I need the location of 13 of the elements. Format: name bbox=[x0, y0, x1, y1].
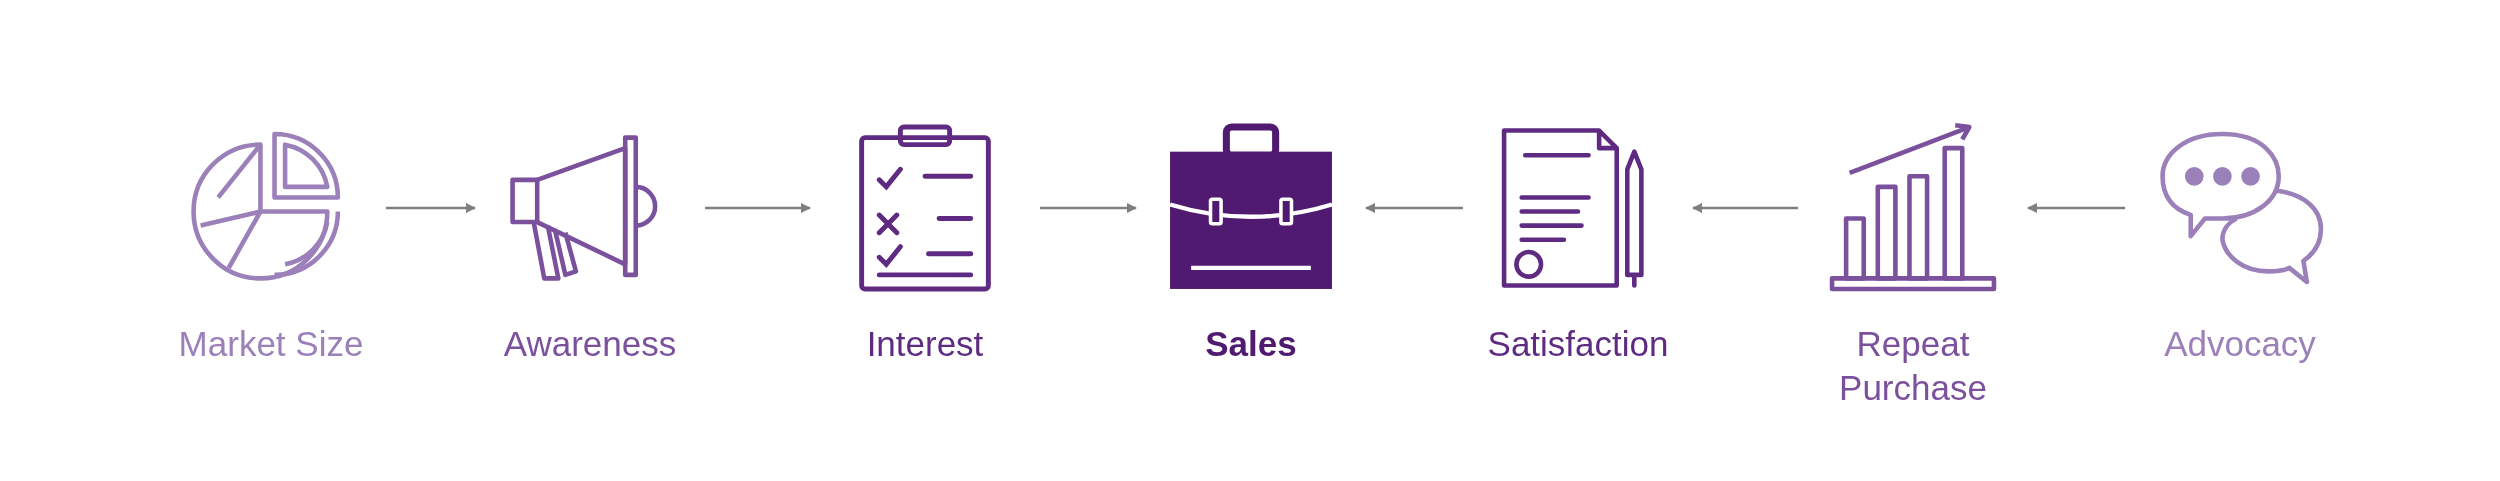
stage-label: Awareness bbox=[503, 323, 677, 365]
stage-label: Market Size bbox=[178, 323, 364, 365]
stage-label: Interest bbox=[866, 323, 984, 365]
arrow bbox=[1365, 203, 1463, 213]
stage-label: Satisfaction bbox=[1487, 323, 1669, 365]
stage-label: Sales bbox=[1205, 323, 1297, 365]
arrow bbox=[1040, 203, 1137, 213]
arrow bbox=[1692, 203, 1798, 213]
stage-label: Repeat Purchase bbox=[1838, 323, 1988, 409]
arrow bbox=[386, 203, 476, 213]
arrow bbox=[2027, 203, 2125, 213]
arrow bbox=[705, 203, 811, 213]
stage-label: Advocacy bbox=[2164, 323, 2316, 365]
